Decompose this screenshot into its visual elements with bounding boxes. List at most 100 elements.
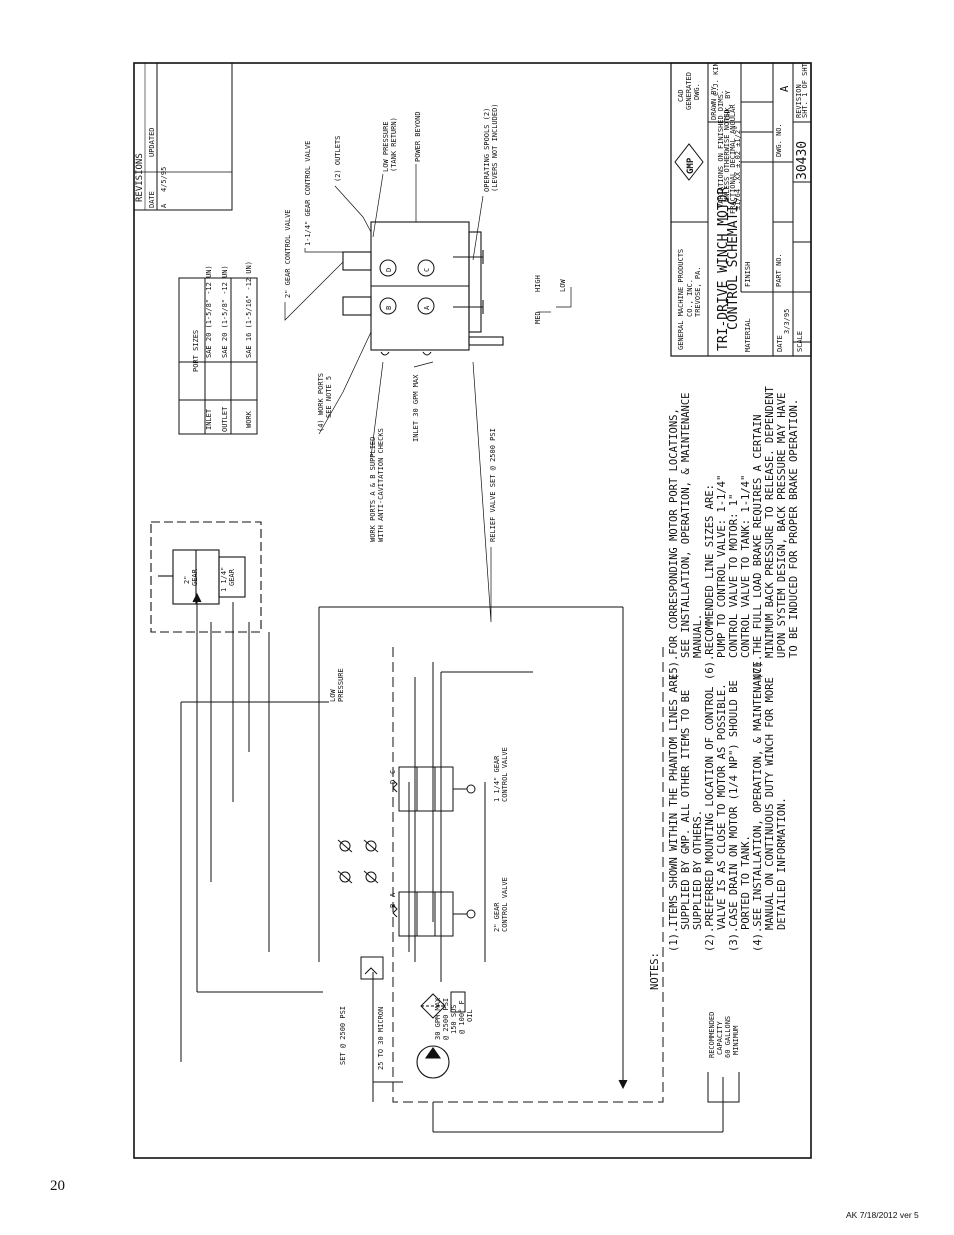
valve-114-label-1: 1 1/4" GEAR	[493, 755, 501, 802]
reservoir-2: CAPACITY	[716, 1020, 724, 1055]
callout-see-note5: SEE NOTE 5	[325, 376, 333, 418]
footer-version: AK 7/18/2012 ver 5	[846, 1210, 919, 1220]
label-med: MED	[534, 311, 542, 324]
note-line-16: CONTROL VALVE TO MOTOR: 1"	[728, 494, 740, 658]
tolerance-line-1: VARIATIONS ON FINISHED DIMS.	[717, 90, 725, 208]
revisions-header: REVISIONS	[135, 153, 145, 202]
rev-col-date: DATE	[148, 191, 156, 208]
schematic-drawing: REVISIONS DATE UPDATED A 4/5/95 GENERAL …	[133, 62, 812, 1159]
port-row-outlet-size: SAE 20 (1-5/8" -12 UN)	[221, 265, 229, 358]
notes-block: NOTES: (1).ITEMS SHOWN WITHIN THE PHANTO…	[649, 385, 800, 990]
callout-work-ports: (4) WORK PORTS	[317, 373, 325, 432]
valve-assembly	[342, 221, 504, 356]
motor-2in-size: 2"	[183, 576, 191, 584]
revision-label: REVISION	[795, 84, 803, 118]
page-number: 20	[50, 1178, 65, 1194]
hydraulic-lines	[180, 592, 724, 1133]
note-line-2: SUPPLIED BY GMP. ALL OTHER ITEMS TO BE	[680, 690, 692, 930]
port-letter-a: A	[389, 892, 397, 897]
callout-spools: OPERATING SPOOLS (2)	[483, 108, 491, 192]
sheet-border	[133, 62, 812, 1159]
motor-2in-gear: GEAR	[191, 568, 199, 586]
material-label: MATERIAL	[744, 318, 752, 352]
note-line-9: MANUAL ON CONTINUOUS DUTY WINCH FOR MORE	[764, 677, 776, 930]
company-name: GENERAL MACHINE PRODUCTS	[677, 249, 685, 350]
cad-dwg: DWG.	[693, 83, 701, 100]
note-line-13: MANUAL.	[692, 614, 704, 658]
drawing-title-2: CONTROL SCHEMATIC	[726, 197, 741, 330]
rev-row-letter: A	[160, 203, 168, 208]
dwg-no-label: DWG. NO.	[775, 123, 783, 157]
motor-114-size: 1 1/4"	[220, 567, 228, 592]
tolerance-line-3: FRACTIONAL DECIMAL ANGULAR	[729, 104, 737, 214]
note-line-4: (2).PREFERRED MOUNTING LOCATION OF CONTR…	[704, 686, 716, 952]
relief-valve	[360, 956, 384, 980]
reservoir	[707, 1072, 740, 1103]
title-block: GENERAL MACHINE PRODUCTS CO., INC. TREVO…	[670, 62, 812, 357]
callout-anti-cav-1: WORK PORTS A & B SUPPLIED	[369, 437, 377, 542]
callout-outlets: (2) OUTLETS	[334, 136, 342, 182]
valve-114-symbol	[392, 766, 476, 812]
note-line-17: CONTROL VALVE TO TANK: 1-1/4"	[740, 475, 752, 658]
svg-text:B: B	[385, 306, 393, 310]
set-psi-label: SET @ 2500 PSI	[339, 1006, 347, 1065]
port-sizes-title: PORT SIZES	[192, 330, 200, 372]
valve-114-label-2: CONTROL VALVE	[501, 747, 509, 802]
reservoir-4: MINIMUM	[732, 1025, 740, 1055]
notes-heading: NOTES:	[649, 952, 661, 990]
check-valves	[337, 839, 379, 884]
gmp-logo: GMP	[674, 143, 704, 181]
reservoir-3: 60 GALLONS	[724, 1016, 732, 1058]
pump-spec-2: @ 2500 PSI	[442, 998, 450, 1040]
port-row-inlet-size: SAE 20 (1-5/8" -12 UN)	[205, 265, 213, 358]
cad-generated: GENERATED	[685, 72, 693, 110]
drawn-by-label: DRAWN BY	[710, 85, 718, 120]
callout-levers: (LEVERS NOT INCLUDED)	[491, 103, 499, 192]
dwg-no-value: 30430	[795, 141, 810, 180]
note-line-3: SUPPLIED BY OTHERS.	[692, 810, 704, 930]
note-line-10: DETAILED INFORMATION.	[776, 797, 788, 930]
callout-anti-cav-2: WITH ANTI-CAVITATION CHECKS	[377, 428, 385, 542]
reservoir-1: RECOMMENDED	[708, 1012, 716, 1058]
note-line-20: UPON SYSTEM DESIGN, BACK PRESSURE MAY HA…	[776, 392, 788, 658]
company-city: TREVOSE, PA.	[694, 266, 702, 317]
date-label: DATE	[776, 335, 784, 352]
note-line-15: PUMP TO CONTROL VALVE: 1-1/4"	[716, 475, 728, 658]
port-sizes-table: PORT SIZES INLET SAE 20 (1-5/8" -12 UN) …	[178, 261, 258, 435]
drawing-sheet: REVISIONS DATE UPDATED A 4/5/95 GENERAL …	[133, 62, 812, 1159]
port-row-outlet-name: OUTLET	[221, 406, 229, 432]
port-letter-d: D	[389, 780, 397, 784]
note-line-19: MINIMUM BACK PRESSURE TO RELEASE. DEPEND…	[764, 385, 776, 658]
low-pressure-2: PRESSURE	[337, 668, 345, 702]
low-pressure-1: LOW	[329, 689, 337, 702]
tolerance-line-2: UNLESS OTHERWISE NOTED	[723, 109, 731, 202]
winch-motor	[150, 521, 262, 633]
port-letter-b: B	[389, 904, 397, 908]
note-line-14: (6).RECOMMENDED LINE SIZES ARE:	[704, 484, 716, 680]
callout-low-pressure: LOW PRESSURE	[382, 121, 390, 172]
sheet-count: SHT. 1 OF SHT. 1	[801, 62, 809, 118]
valve-2in-symbol	[392, 891, 476, 937]
schematic-labels: LOW PRESSURE 1 1/4" GEAR CONTROL VALVE 2…	[329, 668, 740, 1070]
callout-relief: RELIEF VALVE SET @ 2500 PSI	[489, 428, 497, 542]
tolerance-line-4: ±1/64 .XX ±.02 ±1/2°	[734, 126, 742, 210]
drawing-title-1: TRI-DRIVE WINCH MOTOR	[716, 186, 731, 351]
note-line-5: VALVE IS AS CLOSE TO MOTOR AS POSSIBLE.	[716, 683, 728, 930]
drawn-by-value: C.J. KING	[712, 62, 720, 96]
label-low: LOW	[559, 279, 567, 292]
callout-2in-gear: 2" GEAR CONTROL VALVE	[284, 209, 292, 298]
chkd-by-label: CHK. BY	[724, 90, 732, 120]
valve-callouts: 2" GEAR CONTROL VALVE 1-1/4" GEAR CONTRO…	[284, 103, 572, 623]
callout-power-beyond: POWER BEYOND	[414, 111, 422, 162]
note-line-6: (3).CASE DRAIN ON MOTOR (1/4 NP") SHOULD…	[728, 680, 740, 952]
cad-label: CAD	[677, 89, 685, 102]
date-value: 3/3/95	[783, 309, 791, 334]
note-line-12: SEE INSTALLATION, OPERATION, & MAINTENAN…	[680, 392, 692, 658]
port-letter-c: C	[389, 770, 397, 774]
rev-col-updated: UPDATED	[148, 127, 156, 157]
pump	[416, 1045, 450, 1079]
note-line-7: PORTED TO TANK.	[740, 835, 752, 930]
svg-text:C: C	[423, 268, 431, 272]
revisions-table: REVISIONS DATE UPDATED A 4/5/95	[133, 62, 233, 211]
note-line-21: TO BE INDUCED FOR PROPER BRAKE OPERATION…	[788, 399, 800, 658]
